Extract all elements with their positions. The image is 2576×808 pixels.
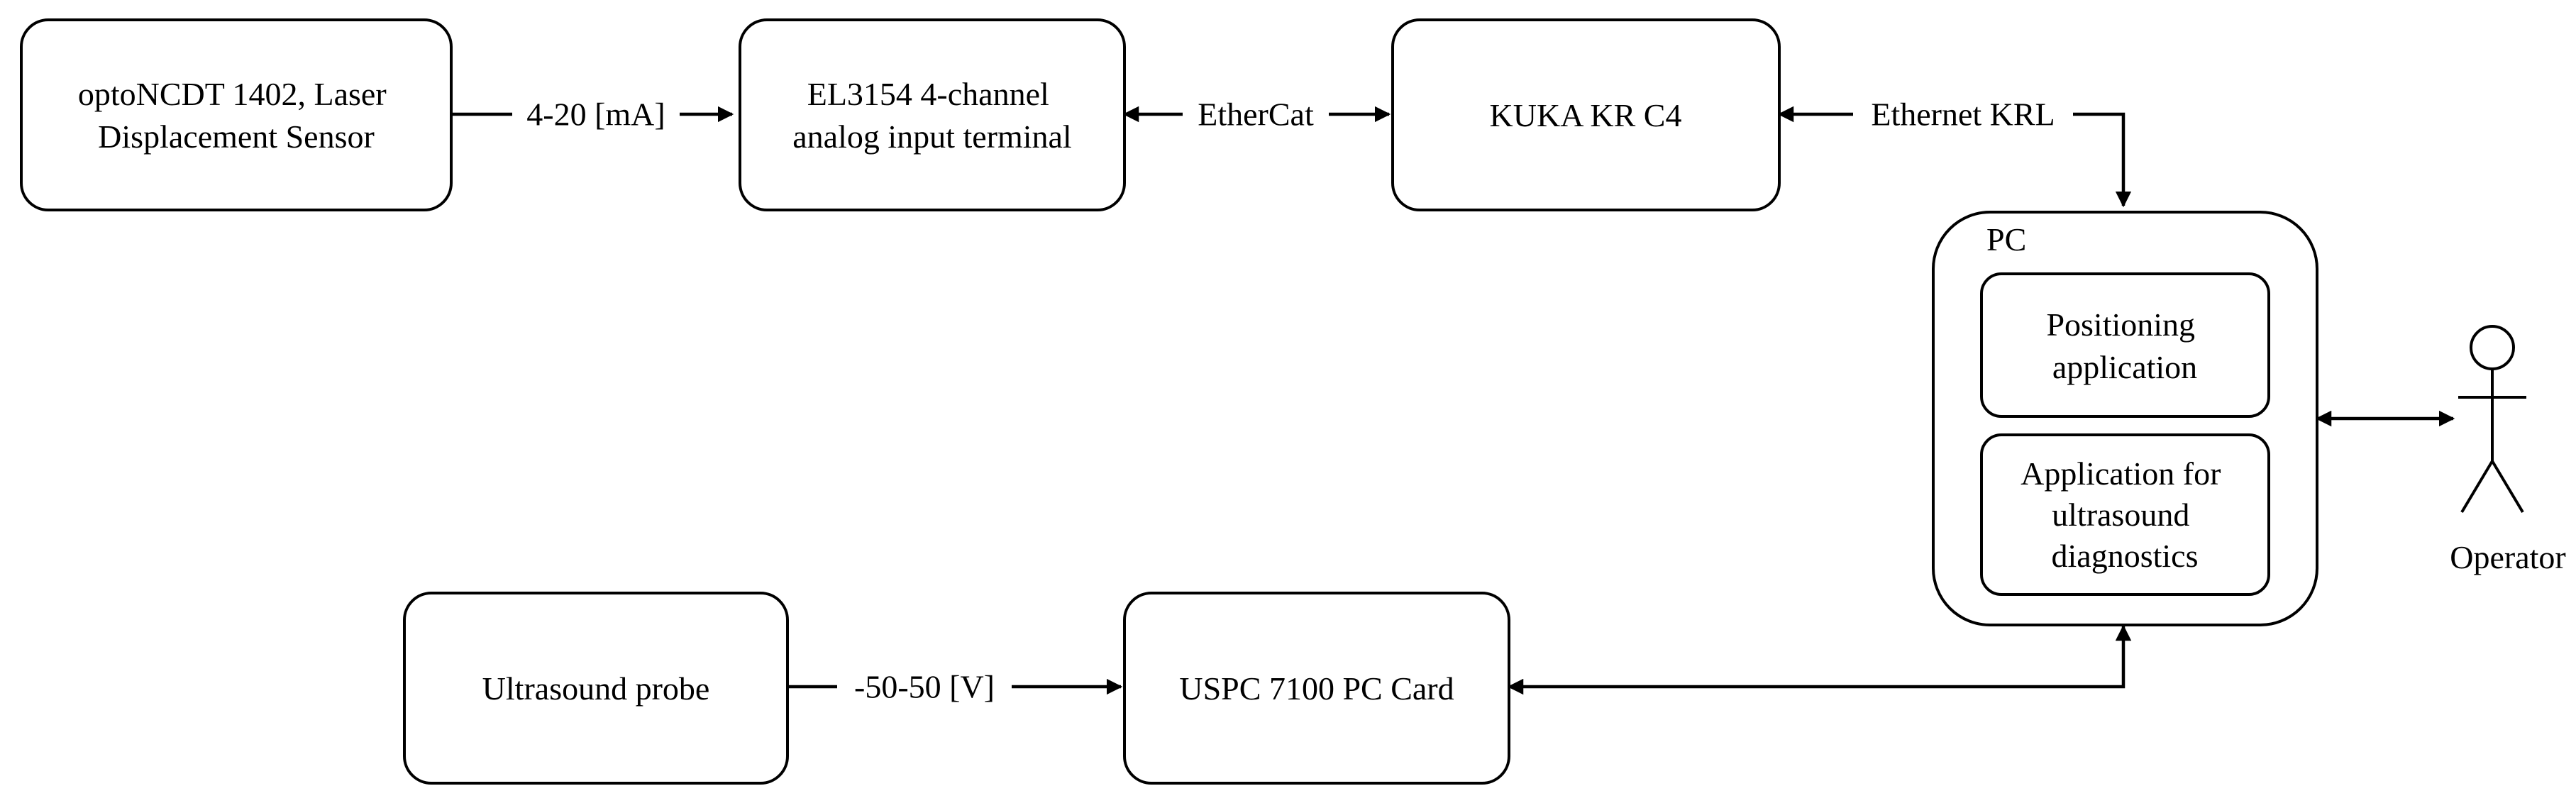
edge-uspc-pc xyxy=(1507,624,2132,695)
edge-label-kuka-pc: Ethernet KRL xyxy=(1871,96,2055,133)
node-positioning-app: Positioning application xyxy=(1980,272,2270,418)
node-probe-label: Ultrasound probe xyxy=(482,670,710,707)
edge-label-probe-uspc: -50-50 [V] xyxy=(854,669,995,705)
edge-label-sensor-terminal: 4-20 [mA] xyxy=(526,96,665,133)
node-kuka: KUKA KR C4 xyxy=(1391,18,1781,211)
node-uspc-label: USPC 7100 PC Card xyxy=(1179,670,1454,707)
node-kuka-label: KUKA KR C4 xyxy=(1490,97,1682,133)
node-terminal: EL3154 4-channel analog input terminal xyxy=(739,18,1126,211)
operator-label: Operator xyxy=(2450,539,2565,575)
node-ultrasound-app-label: Application for ultrasound diagnostics xyxy=(2021,455,2229,574)
node-uspc: USPC 7100 PC Card xyxy=(1123,592,1510,785)
node-positioning-app-label: Positioning application xyxy=(2046,306,2203,385)
node-ultrasound-app: Application for ultrasound diagnostics xyxy=(1980,433,2270,596)
node-terminal-label: EL3154 4-channel analog input terminal xyxy=(792,76,1071,155)
node-sensor-label: optoNCDT 1402, Laser Displacement Sensor xyxy=(78,76,394,155)
node-pc-label: PC xyxy=(1986,221,2026,258)
node-probe: Ultrasound probe xyxy=(403,592,789,785)
node-sensor: optoNCDT 1402, Laser Displacement Sensor xyxy=(20,18,453,211)
edge-label-terminal-kuka: EtherCat xyxy=(1198,96,1314,133)
edge-labels: 4-20 [mA] EtherCat Ethernet KRL -50-50 [… xyxy=(512,93,2073,708)
operator-actor-icon xyxy=(2458,325,2526,514)
